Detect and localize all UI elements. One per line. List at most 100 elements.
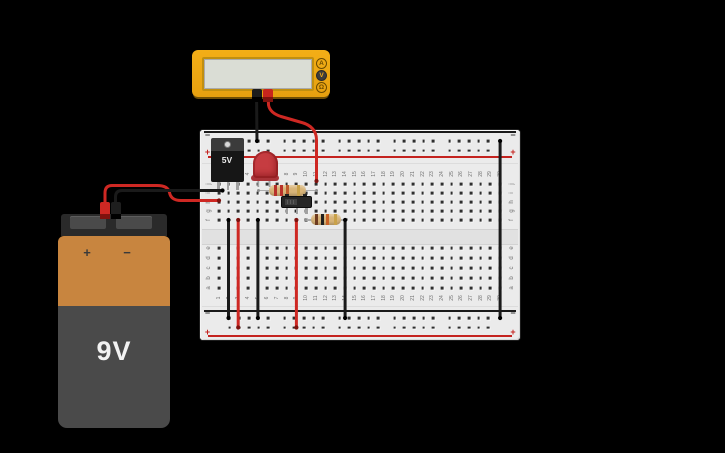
resistor-top[interactable] xyxy=(256,185,318,196)
breadboard-hole[interactable] xyxy=(367,149,370,152)
breadboard-hole[interactable] xyxy=(486,326,490,329)
breadboard-hole[interactable] xyxy=(421,191,424,195)
breadboard-hole[interactable] xyxy=(283,316,286,320)
breadboard-hole[interactable] xyxy=(227,191,230,195)
breadboard-hole[interactable] xyxy=(321,149,325,152)
breadboard-hole[interactable] xyxy=(421,286,424,290)
breadboard-hole[interactable] xyxy=(265,256,269,260)
breadboard-hole[interactable] xyxy=(333,209,337,213)
breadboard-hole[interactable] xyxy=(285,246,289,250)
wire-end[interactable] xyxy=(254,138,260,144)
breadboard-hole[interactable] xyxy=(285,182,289,186)
breadboard-hole[interactable] xyxy=(353,191,356,195)
breadboard-hole[interactable] xyxy=(285,286,289,290)
breadboard-hole[interactable] xyxy=(486,149,490,152)
breadboard-hole[interactable] xyxy=(275,182,279,186)
wire-end[interactable] xyxy=(314,178,319,184)
breadboard-hole[interactable] xyxy=(312,316,315,320)
breadboard-hole[interactable] xyxy=(450,256,453,260)
breadboard-hole[interactable] xyxy=(391,182,395,186)
breadboard-hole[interactable] xyxy=(479,182,483,186)
breadboard-hole[interactable] xyxy=(422,139,425,143)
breadboard-hole[interactable] xyxy=(393,149,396,152)
breadboard-hole[interactable] xyxy=(217,209,221,213)
breadboard-hole[interactable] xyxy=(488,191,492,195)
breadboard-hole[interactable] xyxy=(448,326,451,329)
breadboard-hole[interactable] xyxy=(459,200,463,204)
breadboard-hole[interactable] xyxy=(401,218,405,222)
breadboard-hole[interactable] xyxy=(469,256,473,260)
breadboard-hole[interactable] xyxy=(421,209,424,213)
breadboard-hole[interactable] xyxy=(292,316,296,320)
breadboard-hole[interactable] xyxy=(479,191,483,195)
multimeter-negative-probe[interactable] xyxy=(251,89,262,102)
breadboard-hole[interactable] xyxy=(430,209,434,213)
breadboard-hole[interactable] xyxy=(411,191,415,195)
breadboard-hole[interactable] xyxy=(347,326,351,329)
breadboard-hole[interactable] xyxy=(372,276,376,280)
breadboard-hole[interactable] xyxy=(343,191,347,195)
breadboard-hole[interactable] xyxy=(469,276,473,280)
breadboard-hole[interactable] xyxy=(411,200,415,204)
breadboard-hole[interactable] xyxy=(357,326,361,329)
breadboard-hole[interactable] xyxy=(488,286,492,290)
breadboard-hole[interactable] xyxy=(362,266,366,270)
breadboard-hole[interactable] xyxy=(304,256,308,260)
breadboard-hole[interactable] xyxy=(488,266,492,270)
breadboard-hole[interactable] xyxy=(488,218,492,222)
battery-9v[interactable]: + − 9V xyxy=(58,213,170,428)
breadboard-hole[interactable] xyxy=(457,139,461,143)
breadboard-hole[interactable] xyxy=(265,276,269,280)
breadboard-hole[interactable] xyxy=(393,326,396,329)
breadboard-hole[interactable] xyxy=(430,218,434,222)
breadboard-hole[interactable] xyxy=(430,286,434,290)
breadboard-hole[interactable] xyxy=(457,326,461,329)
breadboard-hole[interactable] xyxy=(431,139,435,143)
wire-end[interactable] xyxy=(343,217,348,223)
breadboard-hole[interactable] xyxy=(302,139,306,143)
breadboard-hole[interactable] xyxy=(362,276,366,280)
breadboard-hole[interactable] xyxy=(314,191,318,195)
breadboard-hole[interactable] xyxy=(304,286,308,290)
breadboard-hole[interactable] xyxy=(430,182,434,186)
multimeter-ohms-button[interactable]: Ω xyxy=(316,82,327,93)
breadboard-hole[interactable] xyxy=(372,246,376,250)
wire-end[interactable] xyxy=(343,315,348,321)
breadboard-hole[interactable] xyxy=(376,326,380,329)
slide-switch[interactable] xyxy=(280,194,312,214)
breadboard-hole[interactable] xyxy=(372,286,376,290)
breadboard-hole[interactable] xyxy=(265,246,269,250)
breadboard-hole[interactable] xyxy=(467,139,471,143)
breadboard-hole[interactable] xyxy=(256,200,259,204)
breadboard-hole[interactable] xyxy=(347,139,351,143)
breadboard-hole[interactable] xyxy=(338,149,341,152)
breadboard-hole[interactable] xyxy=(265,266,269,270)
breadboard-hole[interactable] xyxy=(440,276,444,280)
breadboard-hole[interactable] xyxy=(324,200,327,204)
breadboard-hole[interactable] xyxy=(333,191,337,195)
breadboard-hole[interactable] xyxy=(477,139,480,143)
breadboard-hole[interactable] xyxy=(333,246,337,250)
breadboard-hole[interactable] xyxy=(372,256,376,260)
breadboard-hole[interactable] xyxy=(459,256,463,260)
wire-end[interactable] xyxy=(226,217,231,223)
wire-end[interactable] xyxy=(220,188,225,193)
breadboard-hole[interactable] xyxy=(411,246,415,250)
breadboard-hole[interactable] xyxy=(246,286,250,290)
breadboard-hole[interactable] xyxy=(450,218,453,222)
breadboard-hole[interactable] xyxy=(257,149,260,152)
breadboard-hole[interactable] xyxy=(372,191,376,195)
breadboard-hole[interactable] xyxy=(343,182,347,186)
breadboard-hole[interactable] xyxy=(357,139,361,143)
battery-positive-probe[interactable] xyxy=(100,202,110,219)
breadboard-hole[interactable] xyxy=(324,256,327,260)
breadboard-hole[interactable] xyxy=(479,209,483,213)
breadboard-hole[interactable] xyxy=(431,326,435,329)
breadboard-hole[interactable] xyxy=(382,286,386,290)
breadboard-hole[interactable] xyxy=(338,139,341,143)
breadboard-hole[interactable] xyxy=(275,276,279,280)
breadboard-hole[interactable] xyxy=(321,316,325,320)
breadboard-hole[interactable] xyxy=(411,182,415,186)
breadboard-hole[interactable] xyxy=(285,218,289,222)
